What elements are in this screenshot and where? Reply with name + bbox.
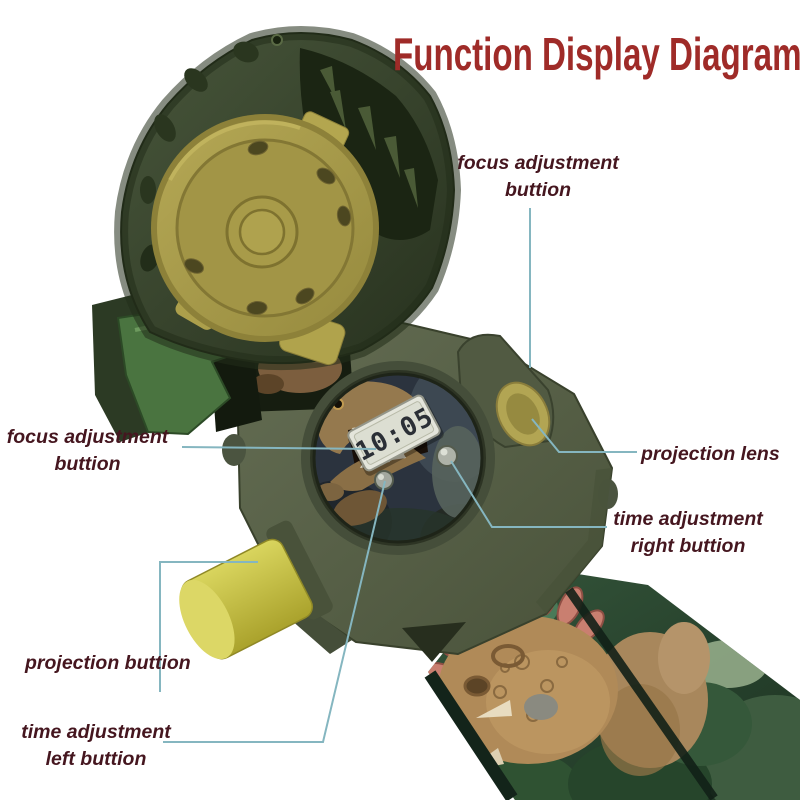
label-focus-adjustment-top: focus adjustment buttion	[457, 152, 619, 201]
disc-holes	[184, 140, 352, 316]
flip-cover	[114, 26, 462, 371]
projection-button-cylinder	[179, 520, 333, 660]
case-side-bump	[222, 434, 246, 466]
label-time-adjustment-left: time adjustment left buttion	[21, 721, 171, 770]
page-title: Function Display Diagram	[393, 30, 800, 78]
callout-lines	[159, 208, 637, 743]
watch-face: 10:05	[301, 361, 495, 555]
callout-projection-button	[159, 561, 258, 692]
cover-screw-hole	[271, 34, 283, 46]
callout-focus-left	[181, 446, 377, 450]
label-focus-adjustment-left: focus adjustment buttion	[6, 426, 169, 475]
label-projection-lens: projection lens	[641, 443, 780, 465]
callout-time-left	[163, 480, 386, 743]
callout-time-right	[450, 460, 607, 528]
callout-projection-lens	[531, 418, 637, 453]
time-adjust-right-knob	[436, 445, 458, 467]
page-title-text: Function Display Diagram	[393, 28, 800, 80]
label-time-adjustment-right: time adjustment right buttion	[613, 508, 763, 557]
band-right-edge	[565, 587, 718, 800]
projection-lens-glass	[506, 393, 540, 435]
projector-disc	[151, 111, 379, 366]
label-projection-button: projection buttion	[25, 652, 191, 674]
case-bottom-notch	[402, 622, 466, 662]
band-left-edge	[424, 670, 518, 800]
